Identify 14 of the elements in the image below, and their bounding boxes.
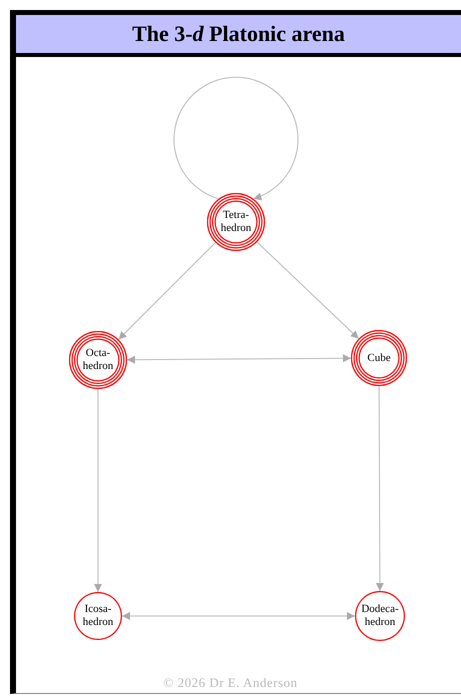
node-label: Cube <box>366 352 392 364</box>
arrow <box>118 242 216 340</box>
node-label: Dodeca- hedron <box>360 603 400 629</box>
arrow <box>376 386 384 592</box>
self-loop-arrow <box>174 76 298 200</box>
copyright-note: © 2026 Dr E. Anderson <box>162 675 299 691</box>
arrow <box>122 612 356 620</box>
diagram-title: The 3-d Platonic arena <box>132 21 345 47</box>
node-label: Tetra- hedron <box>220 209 252 235</box>
arrow <box>94 388 102 592</box>
node-label: Icosa- hedron <box>82 603 114 629</box>
arrow <box>126 354 352 364</box>
arrow <box>256 241 360 340</box>
node-label: Octa- hedron <box>82 347 114 373</box>
